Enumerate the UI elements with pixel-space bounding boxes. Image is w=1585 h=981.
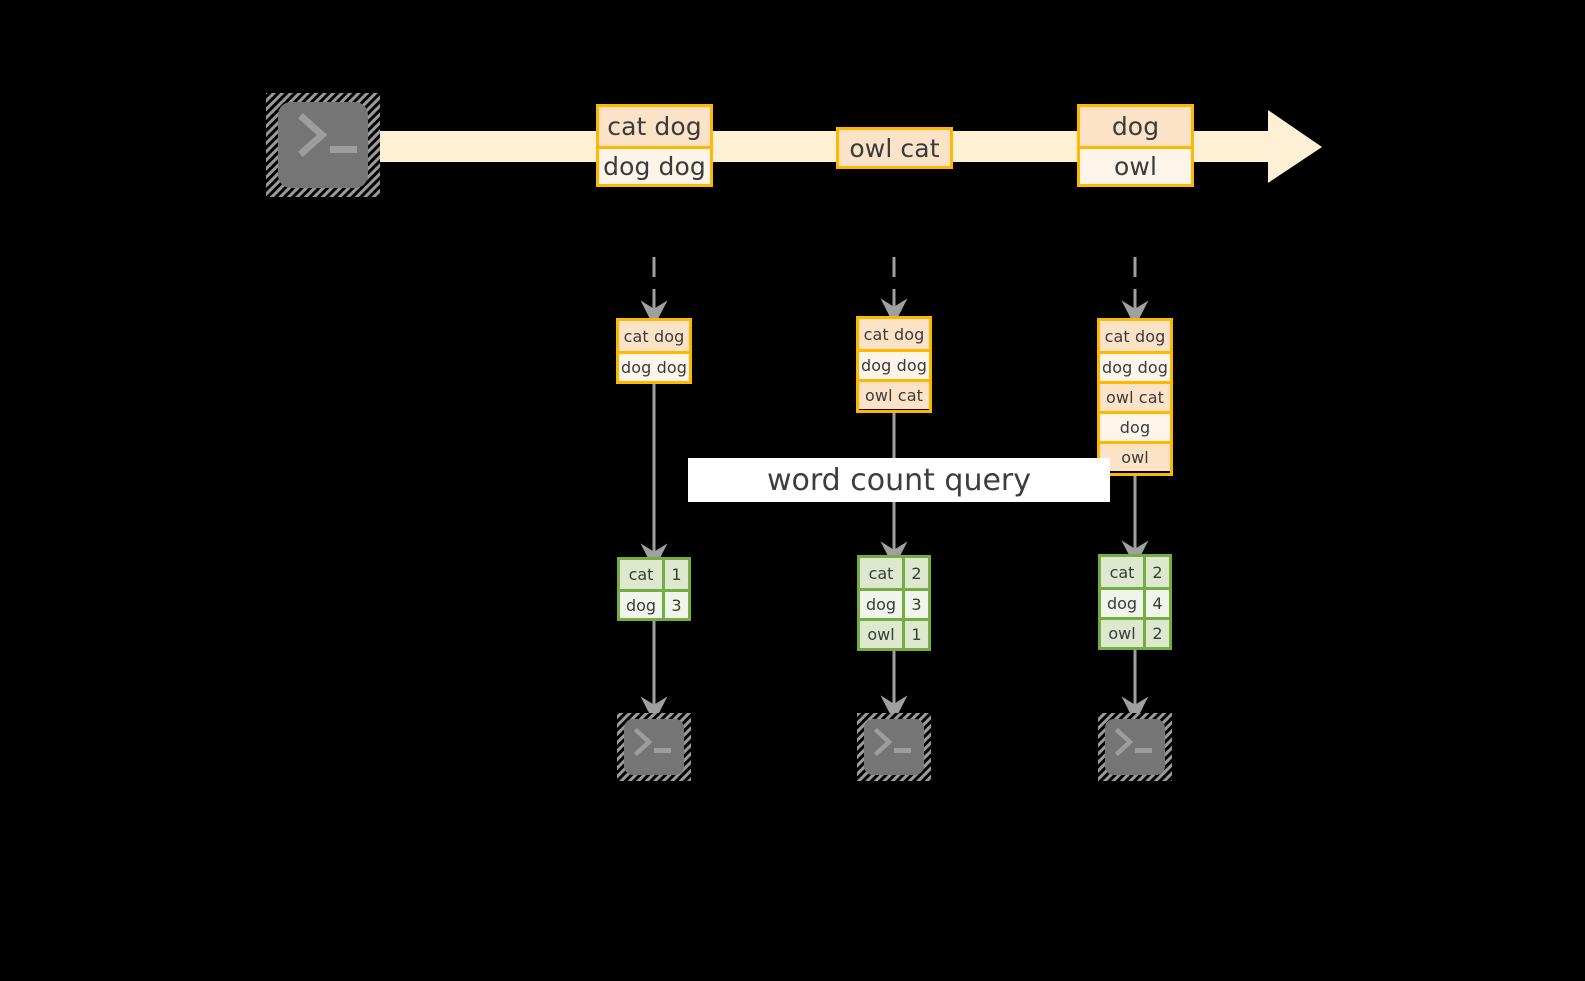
result-count: 2	[1146, 557, 1169, 587]
query-label-text: word count query	[766, 462, 1032, 498]
snapshot-row: cat dog	[1100, 321, 1170, 351]
snapshot-row: cat dog	[619, 321, 689, 351]
stream-event: owl	[1080, 145, 1191, 184]
result-count: 2	[905, 558, 928, 588]
result-word: dog	[1101, 590, 1146, 617]
snapshot-row: dog dog	[619, 351, 689, 381]
result-count: 1	[665, 560, 688, 589]
snapshot-2[interactable]: cat dog dog dog owl cat	[856, 316, 932, 413]
snapshot-row: owl cat	[1100, 381, 1170, 411]
result-word: dog	[860, 591, 905, 618]
stream-group-1[interactable]: cat dog dog dog	[596, 104, 713, 187]
sink-terminal-icon-2	[857, 713, 931, 781]
source-terminal-icon	[266, 93, 380, 197]
result-word: owl	[860, 621, 905, 648]
result-count: 2	[1146, 620, 1169, 647]
snapshot-row: dog dog	[1100, 351, 1170, 381]
stream-group-2[interactable]: owl cat	[836, 127, 953, 169]
result-count: 3	[665, 592, 688, 618]
snapshot-3[interactable]: cat dog dog dog owl cat dog owl	[1097, 318, 1173, 476]
sink-terminal-icon-1	[617, 713, 691, 781]
table-row: owl 1	[860, 618, 928, 648]
snapshot-row: dog	[1100, 411, 1170, 441]
result-word: cat	[620, 560, 665, 589]
snapshot-row: owl	[1100, 441, 1170, 471]
table-row: owl 2	[1101, 617, 1169, 647]
result-word: dog	[620, 592, 665, 618]
snapshot-row: dog dog	[859, 349, 929, 379]
stream-event: owl cat	[839, 130, 950, 166]
result-table-3[interactable]: cat 2 dog 4 owl 2	[1098, 554, 1172, 650]
result-word: cat	[860, 558, 905, 588]
result-table-1[interactable]: cat 1 dog 3	[617, 557, 691, 621]
table-row: dog 4	[1101, 587, 1169, 617]
table-row: cat 1	[620, 560, 688, 589]
stream-event: dog dog	[599, 145, 710, 184]
snapshot-row: owl cat	[859, 379, 929, 409]
stream-event: cat dog	[599, 107, 710, 146]
sink-terminal-icon-3	[1098, 713, 1172, 781]
result-count: 1	[905, 621, 928, 648]
table-row: cat 2	[1101, 557, 1169, 587]
table-row: dog 3	[860, 588, 928, 618]
snapshot-1[interactable]: cat dog dog dog	[616, 318, 692, 384]
result-count: 3	[905, 591, 928, 618]
stream-group-3[interactable]: dog owl	[1077, 104, 1194, 187]
result-count: 4	[1146, 590, 1169, 617]
result-word: cat	[1101, 557, 1146, 587]
query-label-banner: word count query	[688, 458, 1110, 502]
result-table-2[interactable]: cat 2 dog 3 owl 1	[857, 555, 931, 651]
table-row: dog 3	[620, 589, 688, 618]
snapshot-row: cat dog	[859, 319, 929, 349]
result-word: owl	[1101, 620, 1146, 647]
stream-event: dog	[1080, 107, 1191, 146]
table-row: cat 2	[860, 558, 928, 588]
